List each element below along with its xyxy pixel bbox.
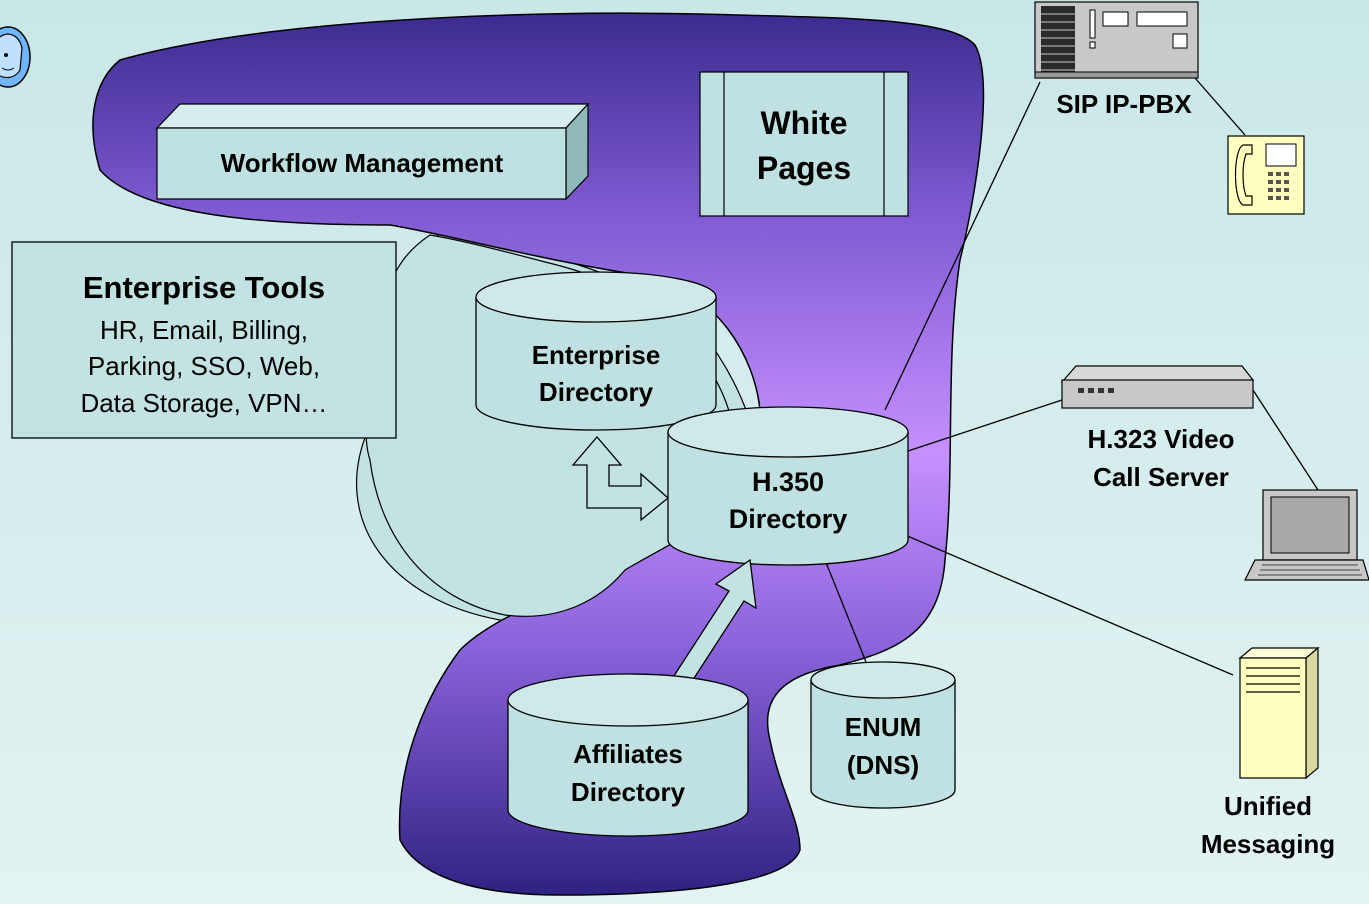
white-pages-line2: Pages bbox=[757, 150, 851, 186]
link-sip-phone bbox=[1194, 77, 1246, 136]
enterprise-directory-cylinder: Enterprise Directory bbox=[475, 271, 717, 431]
sip-label: SIP IP-PBX bbox=[1056, 89, 1192, 119]
workflow-management-box: Workflow Management bbox=[155, 102, 590, 201]
h350-line2: Directory bbox=[729, 504, 848, 534]
h323-line1: H.323 Video bbox=[1088, 424, 1235, 454]
link-h323-laptop bbox=[1252, 389, 1319, 491]
enterprise-h350-arrow bbox=[571, 436, 670, 522]
affiliates-line1: Affiliates bbox=[573, 739, 683, 769]
h350-directory-cylinder: H.350 Directory bbox=[667, 406, 909, 566]
white-pages-line1: White bbox=[760, 105, 847, 141]
enum-line2: (DNS) bbox=[847, 750, 919, 780]
affiliates-directory-cylinder: Affiliates Directory bbox=[507, 673, 749, 837]
workflow-label: Workflow Management bbox=[221, 148, 504, 178]
server-tower-icon bbox=[1238, 646, 1320, 780]
white-pages-box: White Pages bbox=[699, 71, 909, 217]
laptop-icon bbox=[1244, 489, 1369, 581]
pbx-icon bbox=[1034, 1, 1199, 79]
h350-line1: H.350 bbox=[752, 467, 824, 497]
user-avatar-icon bbox=[0, 26, 31, 88]
enterprise-tools-box: Enterprise Tools HR, Email, Billing, Par… bbox=[11, 241, 397, 439]
link-h350-unified bbox=[904, 534, 1234, 676]
link-h350-sip bbox=[884, 81, 1041, 411]
enterprise-directory-line1: Enterprise bbox=[532, 340, 661, 370]
link-h350-enum bbox=[824, 559, 871, 673]
affiliates-line2: Directory bbox=[571, 777, 686, 807]
h323-line2: Call Server bbox=[1093, 462, 1229, 492]
video-server-icon bbox=[1060, 365, 1255, 409]
enum-dns-cylinder: ENUM (DNS) bbox=[810, 661, 956, 809]
enterprise-directory-line2: Directory bbox=[539, 377, 654, 407]
unified-line1: Unified bbox=[1224, 791, 1312, 821]
telephone-icon bbox=[1227, 135, 1305, 215]
enterprise-tools-line: Data Storage, VPN… bbox=[80, 388, 327, 418]
enterprise-tools-title: Enterprise Tools bbox=[83, 270, 325, 305]
unified-line2: Messaging bbox=[1201, 829, 1335, 859]
enterprise-tools-line: HR, Email, Billing, bbox=[100, 315, 308, 345]
enterprise-tools-line: Parking, SSO, Web, bbox=[88, 351, 320, 381]
connection-lines bbox=[824, 77, 1319, 676]
enum-line1: ENUM bbox=[845, 712, 922, 742]
link-h350-h323 bbox=[904, 399, 1063, 453]
h350-scope-blob bbox=[92, 12, 985, 896]
